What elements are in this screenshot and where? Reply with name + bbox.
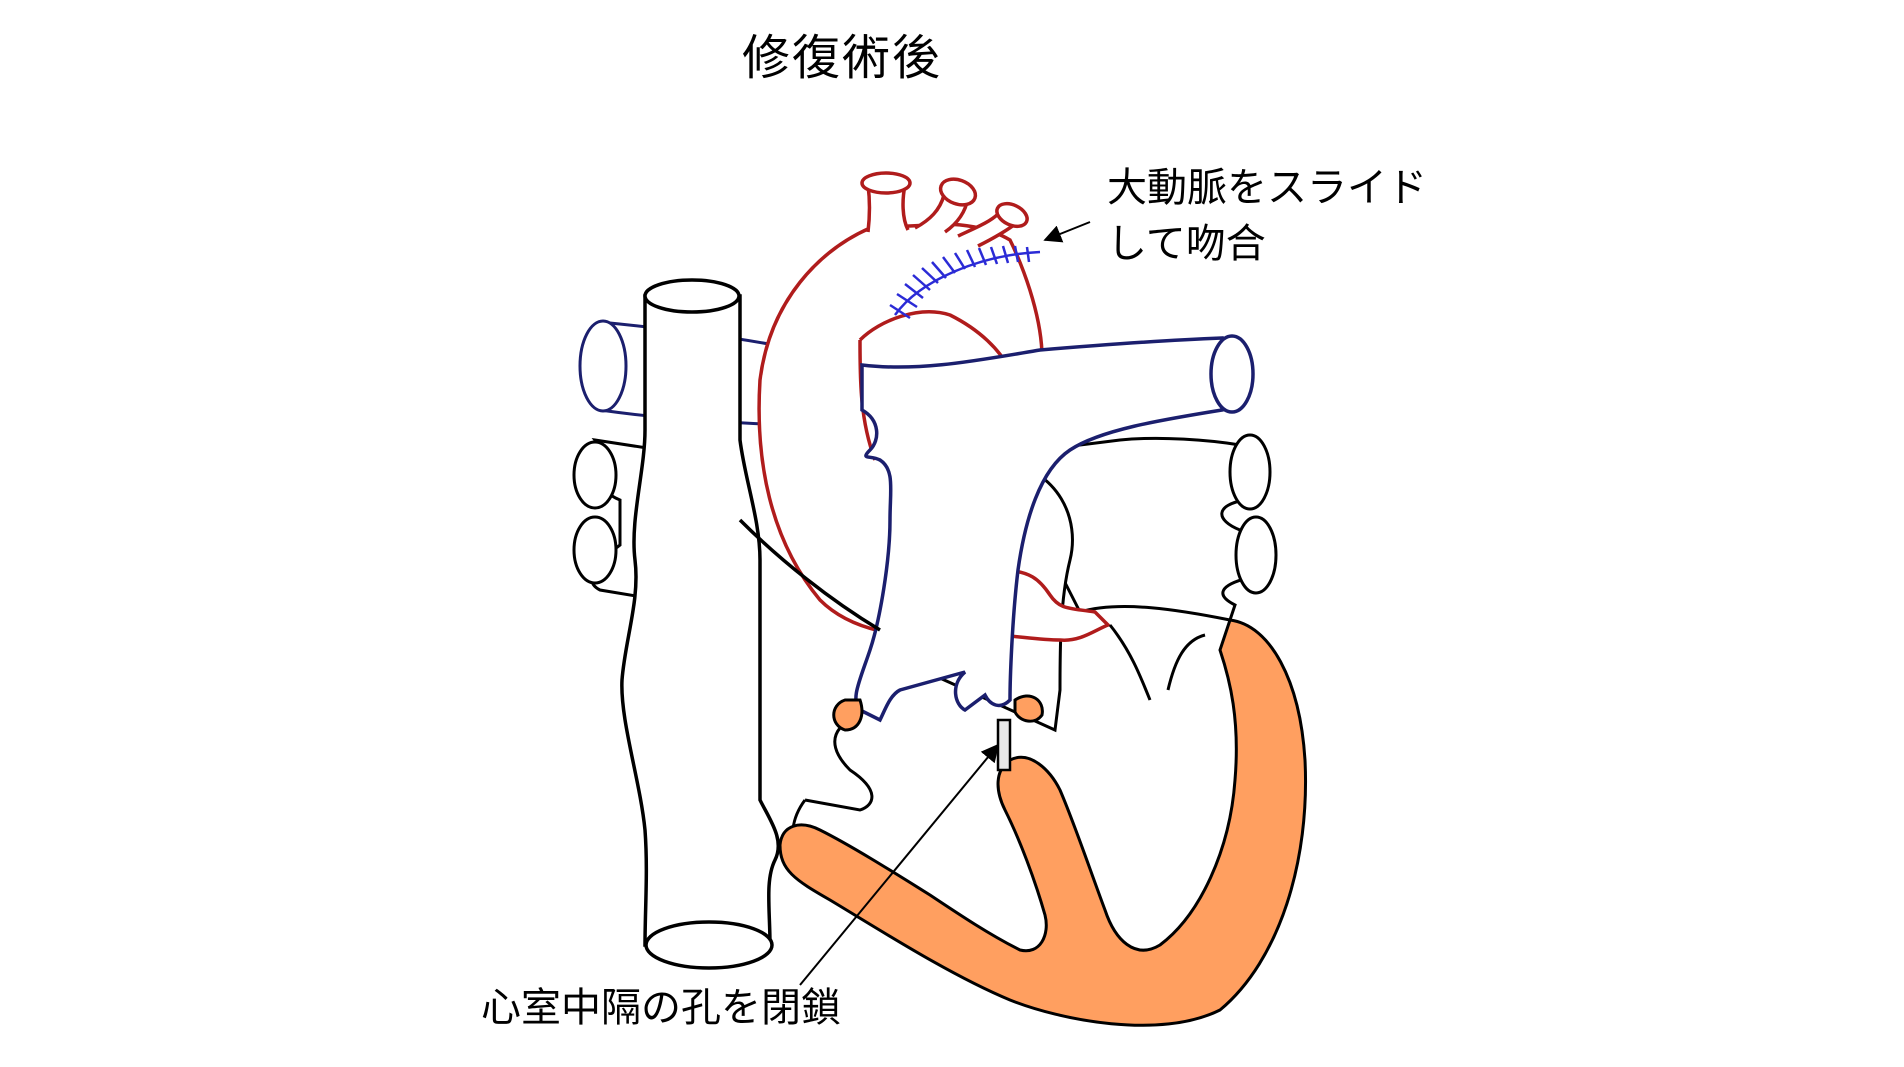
diagram-title: 修復術後 (742, 30, 943, 86)
vsd-patch (996, 718, 1012, 772)
ventricular-muscle (778, 618, 1308, 1027)
vena-cava (620, 278, 881, 970)
suture-line (889, 245, 1041, 320)
annotation-arrows (799, 221, 1091, 986)
pulmonary-artery (854, 334, 1255, 723)
vsd-annotation: 心室中隔の孔を閉鎖 (481, 985, 841, 1031)
aorta-annotation-line1: 大動脈をスライド (1107, 165, 1427, 211)
aorta-annotation-line2: して吻合 (1107, 221, 1266, 267)
aorta-arrow (1043, 221, 1091, 243)
vsd-arrow (799, 743, 1000, 986)
